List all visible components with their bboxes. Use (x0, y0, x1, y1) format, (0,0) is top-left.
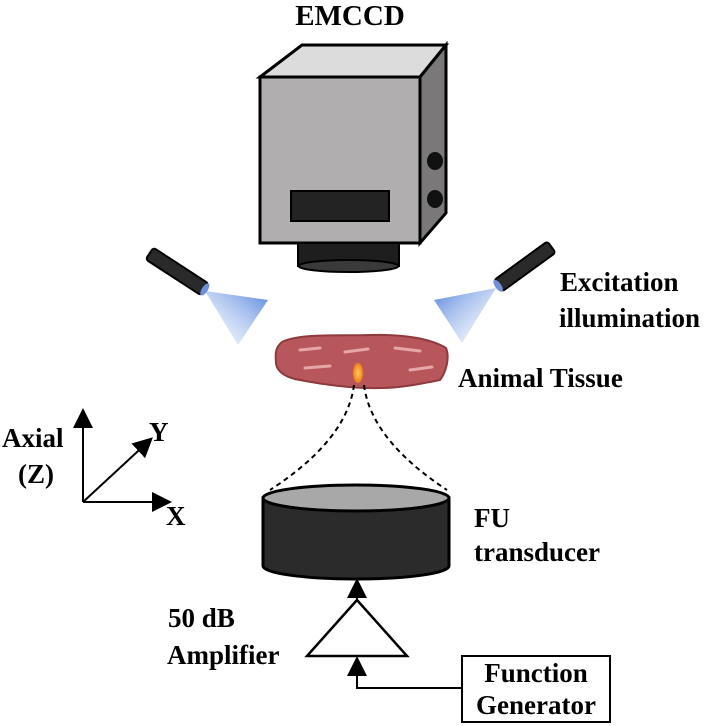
amplifier-label-line2: Amplifier (167, 640, 279, 670)
generator-to-amp-wire (347, 656, 462, 689)
axis-y-arrow (82, 437, 153, 503)
tissue-streak-2 (343, 347, 370, 354)
axis-x-label: X (166, 501, 186, 531)
camera-port-1 (427, 152, 443, 170)
tissue-label: Animal Tissue (458, 363, 623, 393)
transducer-label-line2: transducer (474, 537, 600, 567)
camera-label: EMCCD (295, 0, 405, 32)
axis-z-label-line2: (Z) (18, 459, 54, 489)
illumination-label-line1: Excitation (560, 267, 679, 297)
camera-lens-rim (297, 259, 400, 273)
amplifier-symbol (304, 598, 410, 658)
tissue-streak-1 (298, 346, 322, 352)
fu-transducer (261, 483, 451, 581)
focal-spot (353, 363, 363, 383)
left-light-beam (205, 291, 268, 345)
animal-tissue (274, 333, 449, 390)
right-light-beam (434, 288, 496, 343)
generator-label-line1: Function (484, 658, 588, 688)
left-light-source (145, 247, 268, 345)
left-flashlight-lens (200, 283, 210, 296)
right-light-source (434, 241, 556, 343)
axis-z-label-line1: Axial (2, 423, 64, 453)
left-flashlight (145, 247, 209, 296)
focus-line-left (269, 384, 355, 491)
function-generator-box (461, 655, 611, 723)
transducer-face (261, 483, 451, 513)
focus-line-right (363, 384, 448, 491)
tissue-streak-4 (303, 364, 332, 370)
illumination-label-line2: illumination (559, 303, 700, 333)
transducer-label-line1: FU (474, 503, 510, 533)
axis-y-label: Y (149, 417, 169, 447)
emccd-camera (255, 40, 450, 273)
camera-window (290, 190, 390, 222)
tissue-streak-3 (393, 346, 422, 353)
tissue-streak-5 (408, 365, 434, 372)
camera-port-2 (427, 190, 443, 208)
camera-side-face (418, 40, 448, 248)
axis-indicator (73, 408, 172, 512)
right-flashlight-lens (493, 279, 503, 292)
camera-top-face (255, 43, 450, 79)
right-flashlight (494, 241, 556, 292)
generator-label-line2: Generator (476, 690, 596, 720)
amplifier-label-line1: 50 dB (168, 603, 235, 633)
tissue-slab (274, 333, 449, 390)
